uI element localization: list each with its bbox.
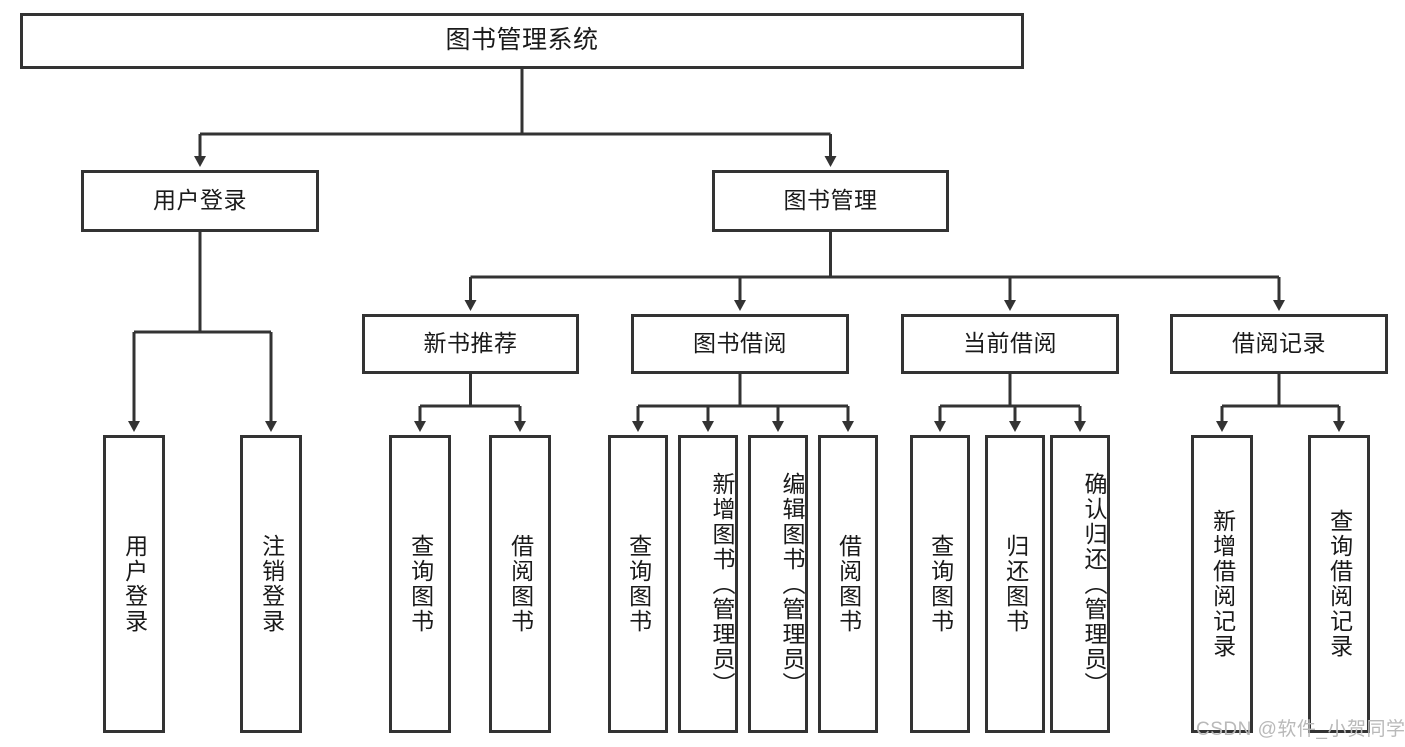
- node-current-borrow-label: 当前借阅: [963, 330, 1057, 357]
- node-leaf-logout-label: 注销登录: [258, 534, 285, 634]
- node-new-book-recommend-label: 新书推荐: [423, 330, 518, 357]
- node-leaf-add-record-label: 新增借阅记录: [1209, 509, 1236, 659]
- node-leaf-query-record: 查询借阅记录: [1308, 435, 1370, 733]
- node-leaf-add-record: 新增借阅记录: [1191, 435, 1253, 733]
- node-borrow-record-label: 借阅记录: [1232, 330, 1326, 357]
- node-leaf-query-record-label: 查询借阅记录: [1326, 509, 1353, 659]
- node-leaf-query-book-2-label: 查询图书: [625, 534, 652, 634]
- node-book-borrow-label: 图书借阅: [693, 330, 787, 357]
- node-leaf-borrow-book-2-label: 借阅图书: [835, 534, 862, 634]
- node-book-manage: 图书管理: [712, 170, 949, 232]
- node-root-label: 图书管理系统: [445, 26, 599, 55]
- node-leaf-return-book-label: 归还图书: [1002, 534, 1029, 634]
- node-root: 图书管理系统: [20, 13, 1024, 69]
- node-borrow-record: 借阅记录: [1170, 314, 1388, 374]
- node-leaf-query-book-3: 查询图书: [910, 435, 970, 733]
- node-user-login: 用户登录: [81, 170, 319, 232]
- node-book-borrow: 图书借阅: [631, 314, 849, 374]
- node-user-login-label: 用户登录: [153, 187, 247, 214]
- node-book-manage-label: 图书管理: [783, 187, 878, 214]
- node-leaf-edit-book: 编辑图书（管理员）: [748, 435, 808, 733]
- node-leaf-borrow-book-2: 借阅图书: [818, 435, 878, 733]
- node-leaf-return-book: 归还图书: [985, 435, 1045, 733]
- csdn-watermark: CSDN @软件_小贺同学: [1196, 719, 1405, 740]
- node-leaf-edit-book-label: 编辑图书（管理员）: [779, 471, 805, 697]
- node-leaf-borrow-book-1: 借阅图书: [489, 435, 551, 733]
- node-leaf-query-book-3-label: 查询图书: [927, 534, 954, 634]
- node-leaf-query-book-1-label: 查询图书: [407, 534, 434, 634]
- node-leaf-add-book: 新增图书（管理员）: [678, 435, 738, 733]
- node-new-book-recommend: 新书推荐: [362, 314, 579, 374]
- node-leaf-add-book-label: 新增图书（管理员）: [709, 471, 735, 697]
- node-current-borrow: 当前借阅: [901, 314, 1119, 374]
- node-leaf-logout: 注销登录: [240, 435, 302, 733]
- node-leaf-query-book-1: 查询图书: [389, 435, 451, 733]
- node-leaf-confirm-return: 确认归还（管理员）: [1050, 435, 1110, 733]
- node-leaf-user-login-label: 用户登录: [121, 534, 148, 634]
- node-leaf-query-book-2: 查询图书: [608, 435, 668, 733]
- node-leaf-confirm-return-label: 确认归还（管理员）: [1081, 471, 1107, 697]
- node-leaf-user-login: 用户登录: [103, 435, 165, 733]
- node-leaf-borrow-book-1-label: 借阅图书: [507, 534, 534, 634]
